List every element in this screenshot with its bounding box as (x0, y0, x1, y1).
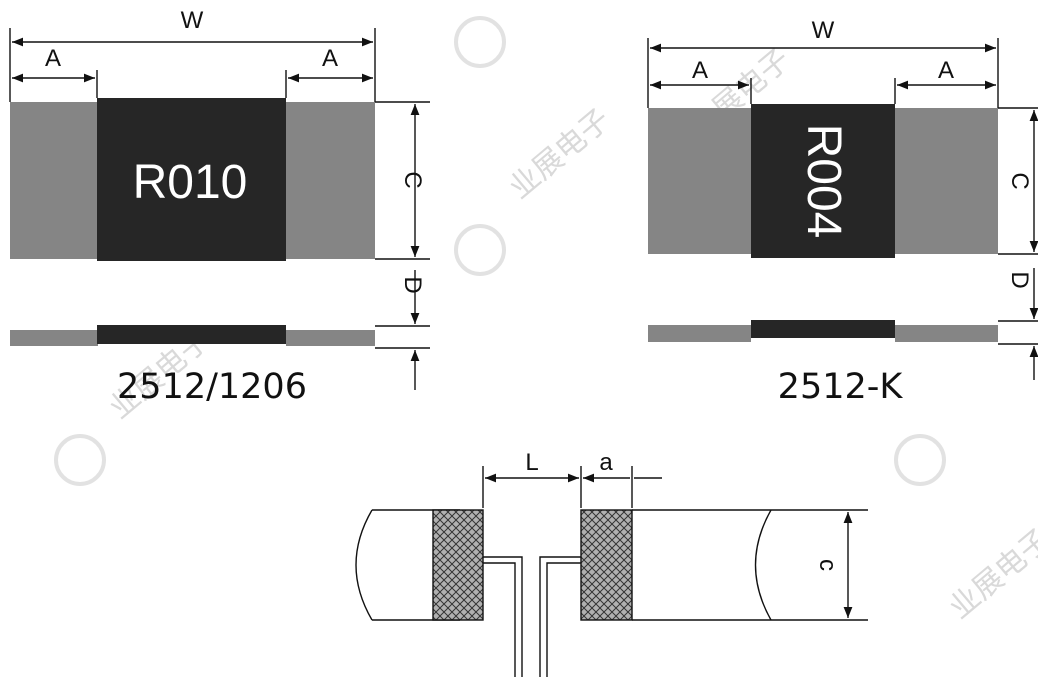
pad-dim-c: c (814, 559, 841, 571)
left-dim-a-left: A (45, 45, 61, 72)
pad-layout-drawing (355, 466, 868, 677)
watermark-text-4: 业展电子 (943, 522, 1038, 626)
left-resistor-top-view: R010 (10, 98, 375, 261)
right-resistor-side-view (648, 320, 998, 342)
left-marking: R010 (133, 156, 248, 209)
pad-dim-a: a (599, 449, 613, 476)
right-resistor-top-view: R004 (648, 104, 998, 258)
left-dim-w: W (181, 7, 204, 34)
pad-dim-l: L (525, 449, 538, 476)
left-dim-d: D (399, 276, 426, 293)
right-dim-d: D (1006, 271, 1033, 288)
left-dim-a-right: A (322, 45, 338, 72)
right-marking: R004 (797, 124, 850, 239)
right-dim-a-left: A (692, 57, 708, 84)
left-resistor-side-view (10, 325, 375, 346)
left-caption: 2512/1206 (117, 367, 307, 407)
left-dim-c: C (399, 171, 426, 188)
right-dimension-lines (647, 38, 1038, 380)
right-dim-a-right: A (938, 57, 954, 84)
left-dimension-lines (9, 28, 430, 390)
watermark-text-1: 业展电子 (503, 102, 617, 206)
right-dim-w: W (812, 17, 835, 44)
right-dim-c: C (1006, 172, 1033, 189)
right-caption: 2512-K (778, 367, 904, 407)
